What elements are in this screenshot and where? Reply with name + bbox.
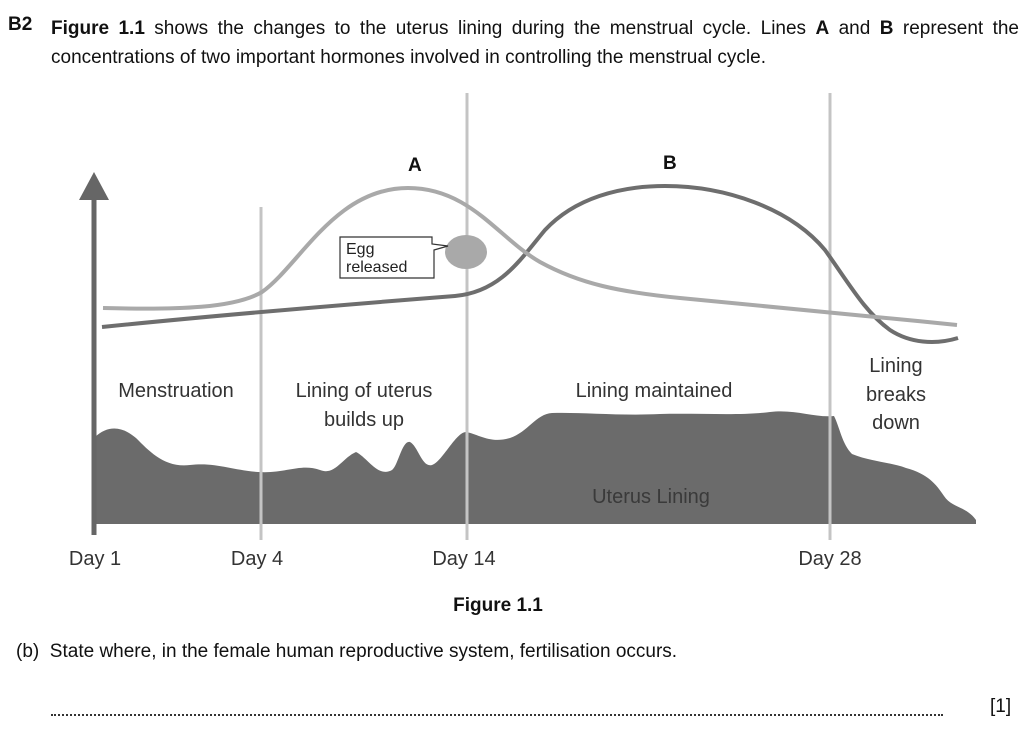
figure-reference: Figure 1.1 xyxy=(51,18,145,39)
line-a xyxy=(102,185,958,327)
answer-line[interactable] xyxy=(51,692,943,716)
menstrual-cycle-diagram: Egg released A B Menstruation Lining of … xyxy=(69,93,976,570)
egg-callout xyxy=(339,236,449,279)
phase-breaks-line1: Lining xyxy=(869,355,922,377)
line-b xyxy=(101,183,959,344)
phase-breaks-line3: down xyxy=(872,412,920,434)
phase-builds-line1: Lining of uterus xyxy=(296,380,433,402)
egg-label-line2: released xyxy=(346,259,407,276)
uterus-lining-shape xyxy=(95,411,976,524)
day-label-28: Day 28 xyxy=(798,548,861,570)
line-b-ref: B xyxy=(879,18,894,39)
marks-label: [1] xyxy=(990,696,1012,717)
phase-builds-line2: builds up xyxy=(324,409,404,431)
day-label-4: Day 4 xyxy=(231,548,283,570)
intro-text-3: represent the concentrations of two impo… xyxy=(51,18,1019,68)
phase-breaks-line2: breaks xyxy=(866,384,926,406)
phase-menstruation: Menstruation xyxy=(118,380,234,402)
day-label-14: Day 14 xyxy=(432,548,495,570)
day-label-1: Day 1 xyxy=(69,548,121,570)
intro-text-1: shows the changes to the uterus lining d… xyxy=(144,18,816,39)
part-b-text: State where, in the female human reprodu… xyxy=(49,641,678,662)
line-b-label: B xyxy=(663,153,677,174)
line-a-ref: A xyxy=(815,18,830,39)
question-intro: Figure 1.1 shows the changes to the uter… xyxy=(51,14,1019,72)
uterus-lining-label: Uterus Lining xyxy=(592,486,710,508)
egg-label-line1: Egg xyxy=(346,241,374,258)
question-number: B2 xyxy=(8,14,33,35)
phase-maintained: Lining maintained xyxy=(576,380,733,402)
egg-shape xyxy=(445,235,487,269)
y-axis-arrowhead xyxy=(79,172,109,200)
intro-text-2: and xyxy=(829,18,880,39)
part-b-label: (b) xyxy=(16,641,40,662)
part-b-question: (b) State where, in the female human rep… xyxy=(16,641,677,663)
line-a-label: A xyxy=(408,155,422,176)
figure-caption: Figure 1.1 xyxy=(453,595,543,616)
